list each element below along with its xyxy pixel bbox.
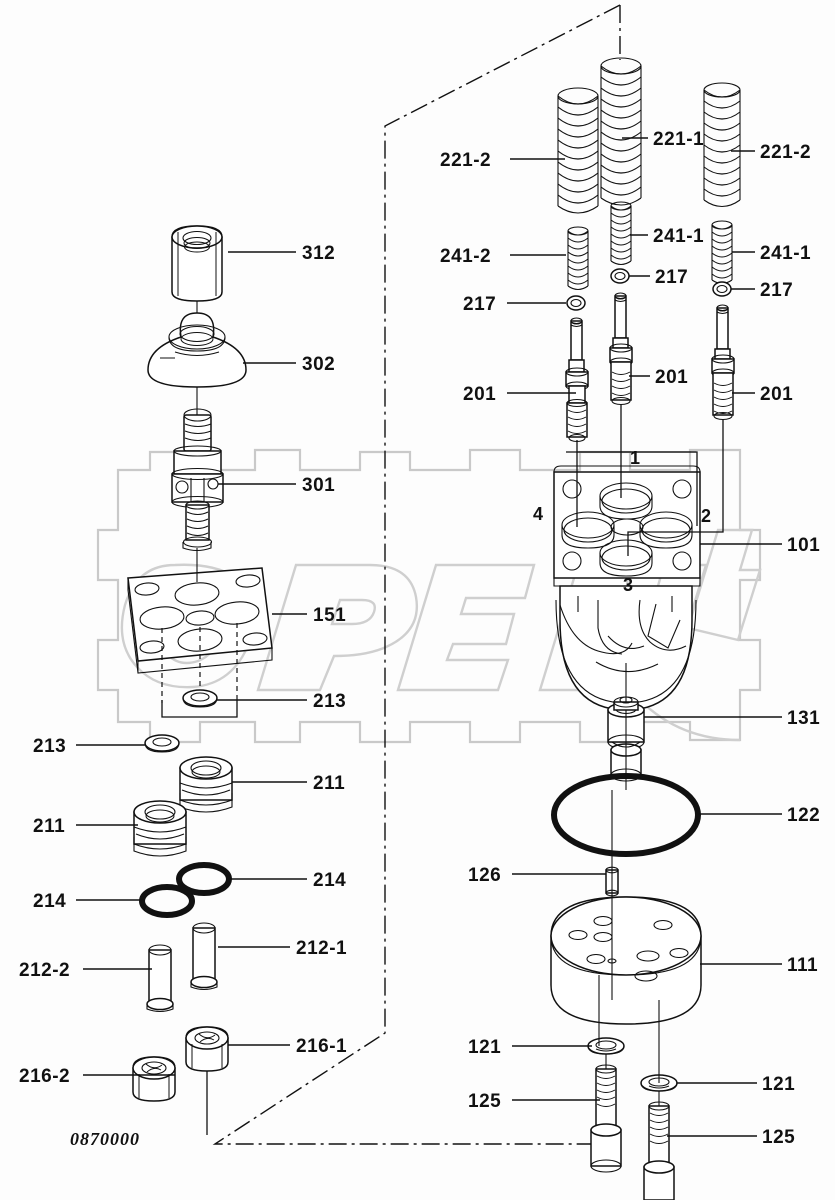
port-number-1: 1 — [630, 448, 640, 468]
callout-241-2[interactable]: 241-2 — [440, 246, 491, 267]
callout-211-lower[interactable]: 211 — [33, 816, 65, 837]
callout-217-center[interactable]: 217 — [655, 267, 688, 288]
callout-212-2[interactable]: 212-2 — [19, 960, 70, 981]
part-201-spool-center — [609, 292, 633, 406]
part-217-oring-center — [610, 268, 630, 284]
callouts-left: 312 302 301 151 213 213 211 211 214 214 … — [19, 243, 347, 1087]
callout-212-1[interactable]: 212-1 — [296, 938, 347, 959]
figure-number: 0870000 — [70, 1129, 140, 1149]
part-101-valve-body — [553, 465, 701, 711]
port-number-3: 3 — [623, 575, 633, 595]
callout-121-right[interactable]: 121 — [762, 1074, 795, 1095]
leader-bracket-213 — [161, 700, 238, 718]
port-numbers: 1 2 3 4 — [533, 448, 711, 595]
callout-221-1[interactable]: 221-1 — [653, 129, 704, 150]
callout-211-upper[interactable]: 211 — [313, 773, 345, 794]
callout-201-left[interactable]: 201 — [463, 384, 496, 405]
callout-213-lower[interactable]: 213 — [33, 736, 66, 757]
port-number-2: 2 — [701, 506, 711, 526]
part-312-coupling-nut — [171, 225, 223, 302]
part-241-1-spring-center — [610, 201, 632, 266]
callout-213-upper[interactable]: 213 — [313, 691, 346, 712]
callout-312[interactable]: 312 — [302, 243, 335, 264]
assembly-axis-right — [598, 663, 660, 1106]
callout-111[interactable]: 111 — [787, 955, 818, 976]
part-211-bushing-lower — [133, 800, 187, 857]
part-151-cover-plate — [127, 567, 273, 703]
part-216-1-nut — [185, 1026, 229, 1072]
callout-217-left[interactable]: 217 — [463, 294, 496, 315]
part-212-2-pin — [146, 944, 174, 1013]
part-201-spool-right — [711, 304, 735, 421]
callout-125-left[interactable]: 125 — [468, 1091, 501, 1112]
part-201-spool-left — [565, 317, 589, 443]
callouts-right: 221-2 221-1 221-2 241-2 241-1 241-1 217 … — [440, 129, 820, 1148]
callout-214-upper[interactable]: 214 — [313, 870, 346, 891]
part-212-1-pin — [190, 922, 218, 991]
callout-201-center[interactable]: 201 — [655, 367, 688, 388]
part-241-2-spring-left — [567, 226, 589, 291]
callout-201-right[interactable]: 201 — [760, 384, 793, 405]
part-125-bolt-right — [643, 1101, 675, 1200]
callout-216-1[interactable]: 216-1 — [296, 1036, 347, 1057]
callout-151[interactable]: 151 — [313, 605, 346, 626]
part-221-1-spring-center — [600, 57, 642, 206]
part-217-oring-left — [566, 295, 586, 311]
callout-302[interactable]: 302 — [302, 354, 335, 375]
part-125-bolt-left — [590, 1064, 622, 1173]
callout-241-1-right[interactable]: 241-1 — [760, 243, 811, 264]
part-121-washer-left — [587, 1037, 625, 1055]
callout-125-right[interactable]: 125 — [762, 1127, 795, 1148]
part-213-seal-lower — [144, 734, 180, 753]
section-boundary — [212, 4, 621, 1145]
callout-241-1-center[interactable]: 241-1 — [653, 226, 704, 247]
callout-221-2-right[interactable]: 221-2 — [760, 142, 811, 163]
callout-122[interactable]: 122 — [787, 805, 820, 826]
callout-301[interactable]: 301 — [302, 475, 335, 496]
part-213-seal-upper — [182, 689, 218, 708]
part-111-valve-plate — [550, 896, 702, 1025]
part-241-1-spring-right — [711, 220, 733, 285]
part-214-oring-lower — [139, 884, 195, 918]
callout-217-right[interactable]: 217 — [760, 280, 793, 301]
callout-101[interactable]: 101 — [787, 535, 820, 556]
callout-216-2[interactable]: 216-2 — [19, 1066, 70, 1087]
port-leader-lines — [566, 404, 724, 556]
part-211-bushing-upper — [179, 756, 233, 813]
callout-131[interactable]: 131 — [787, 708, 820, 729]
part-221-2-spring-left — [557, 87, 599, 214]
part-216-2-nut — [132, 1056, 176, 1102]
part-301-spool — [171, 408, 224, 552]
part-302-spring-seat — [147, 312, 247, 388]
port-number-4: 4 — [533, 504, 543, 524]
callout-121-left[interactable]: 121 — [468, 1037, 501, 1058]
callout-221-2-left[interactable]: 221-2 — [440, 150, 491, 171]
callout-214-lower[interactable]: 214 — [33, 891, 66, 912]
callout-126[interactable]: 126 — [468, 865, 501, 886]
part-217-oring-right — [712, 281, 732, 297]
part-221-2-spring-right — [703, 82, 741, 208]
